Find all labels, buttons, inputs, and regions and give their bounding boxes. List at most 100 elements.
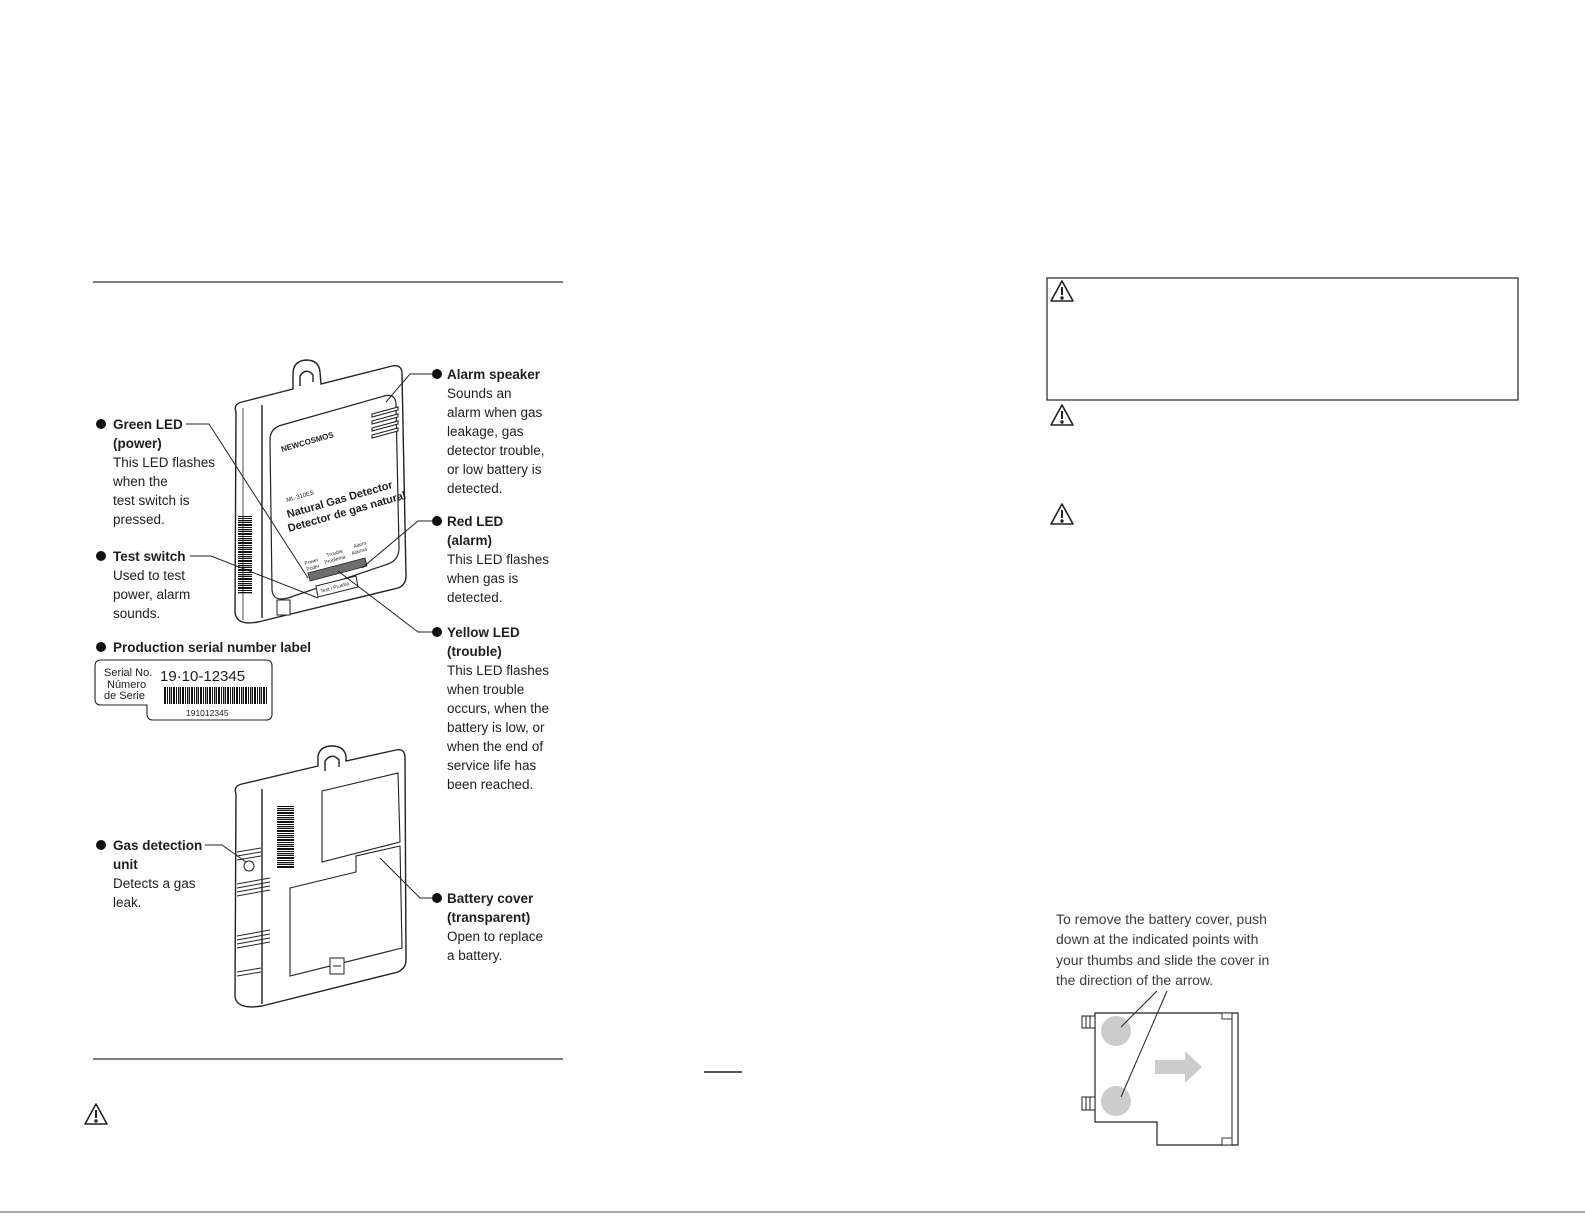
instruction-line: To remove the battery cover, push xyxy=(1056,911,1267,927)
callout-text: Sounds an xyxy=(447,386,512,401)
callout-title: (alarm) xyxy=(447,533,493,548)
warning-box xyxy=(1046,277,1519,401)
press-point-top xyxy=(1101,1016,1131,1046)
hanger-hook xyxy=(299,370,314,386)
callout-title: unit xyxy=(113,857,138,872)
instruction-line: the direction of the arrow. xyxy=(1056,971,1214,988)
bullet xyxy=(432,893,442,903)
battery-removal-instructions: To remove the battery cover, push down a… xyxy=(1056,909,1269,990)
back-barcode xyxy=(277,806,294,868)
callout-title: Test switch xyxy=(113,549,186,564)
leader-alarm-speaker xyxy=(385,373,433,403)
warning-icon xyxy=(1050,503,1074,525)
speaker-grille xyxy=(371,406,399,439)
callout-text: power, alarm xyxy=(113,587,191,602)
detector-front-illustration xyxy=(234,359,407,624)
instruction-line: down at the indicated points with xyxy=(1056,931,1259,948)
serial-label-text: Serial No. Número de Serie 19·10-12345 1… xyxy=(104,667,245,718)
callout-text: battery is low, or xyxy=(447,720,545,735)
callout-title: (trouble) xyxy=(447,644,502,659)
callout-text: Open to replace xyxy=(447,929,544,944)
bullet xyxy=(432,369,442,379)
bullet xyxy=(432,627,442,637)
detector-back-illustration xyxy=(234,745,407,1008)
callout-text: leakage, gas xyxy=(447,424,524,439)
callout-text: leak. xyxy=(113,895,142,910)
callout-text: when the end of xyxy=(447,739,544,754)
callout-text: alarm when gas xyxy=(447,405,543,420)
callout-text: Detects a gas xyxy=(113,876,196,891)
leader-battery-cover xyxy=(379,857,433,899)
screw xyxy=(243,860,255,872)
press-point-bottom xyxy=(1101,1086,1131,1116)
callout-text: when trouble xyxy=(447,682,525,697)
upper-panel xyxy=(321,772,401,863)
callout-gas-detection-unit: Gas detection unit Detects a gas leak. xyxy=(113,836,202,912)
callout-text: or low battery is xyxy=(447,462,542,477)
pointer-line xyxy=(1120,990,1158,1028)
bullet xyxy=(96,642,106,652)
callout-title: Yellow LED xyxy=(447,625,520,640)
led-label-trouble-es: Problema xyxy=(324,554,346,566)
callout-text: pressed. xyxy=(113,512,165,527)
barcode-number: 191012345 xyxy=(186,708,229,718)
led-label-power-es: Poder xyxy=(306,563,321,573)
test-button xyxy=(315,575,359,598)
callout-title: Gas detection xyxy=(113,838,203,853)
bullet xyxy=(432,516,442,526)
hanger-hook xyxy=(324,755,340,771)
led-strip xyxy=(307,557,368,582)
callout-text: This LED flashes xyxy=(113,455,216,470)
callout-text: service life has xyxy=(447,758,537,773)
front-face-panel xyxy=(269,394,400,600)
callout-text: when the xyxy=(113,474,168,489)
led-label-alarm: Alarm xyxy=(353,541,367,550)
callout-text: Used to test xyxy=(113,568,186,583)
instruction-line: your thumbs and slide the cover in xyxy=(1056,951,1270,968)
led-label-power: Power xyxy=(304,557,320,567)
led-label-trouble: Trouble xyxy=(326,548,344,558)
bottom-slot xyxy=(276,599,291,616)
warning-icon xyxy=(84,1103,108,1125)
slide-arrow-icon xyxy=(1155,1051,1202,1083)
callout-text: test switch is xyxy=(113,493,190,508)
callout-text: occurs, when the xyxy=(447,701,550,716)
leader-green-led xyxy=(186,423,309,579)
callout-title: (transparent) xyxy=(447,910,531,925)
callout-text: detected. xyxy=(447,590,503,605)
callout-yellow-led: Yellow LED (trouble) This LED flashes wh… xyxy=(447,623,549,794)
gas-detection-vents xyxy=(236,847,271,977)
serial-label-line: Número xyxy=(107,679,146,691)
callout-title: Battery cover xyxy=(447,891,534,906)
leader-gas-detection xyxy=(205,844,247,863)
callout-text: detector trouble, xyxy=(447,443,545,458)
battery-cover-diagram xyxy=(1081,990,1239,1146)
battery-cover-outline xyxy=(1094,1012,1239,1146)
warning-icon xyxy=(1050,280,1074,302)
side-barcode xyxy=(238,516,252,594)
leader-test-switch xyxy=(190,555,319,599)
led-label-alarm-es: Alarma xyxy=(351,547,368,557)
callout-text: a battery. xyxy=(447,948,503,963)
cover-tab xyxy=(1081,1015,1096,1029)
bullet xyxy=(96,840,106,850)
callout-bullets xyxy=(96,369,442,903)
callout-text: when gas is xyxy=(447,571,519,586)
callout-title: Alarm speaker xyxy=(447,367,541,382)
warning-icon xyxy=(1050,404,1074,426)
callout-text: detected. xyxy=(447,481,503,496)
callout-serial-label: Production serial number label xyxy=(113,638,311,657)
battery-cover-panel xyxy=(289,845,403,977)
serial-label-line: Serial No. xyxy=(104,667,152,679)
pointer-line xyxy=(1120,990,1168,1098)
serial-barcode xyxy=(163,687,267,704)
callout-red-led: Red LED (alarm) This LED flashes when ga… xyxy=(447,512,549,607)
callout-title: Production serial number label xyxy=(113,640,312,655)
callout-text: This LED flashes xyxy=(447,552,550,567)
serial-number: 19·10-12345 xyxy=(160,668,245,685)
cover-tab xyxy=(1081,1096,1096,1111)
callout-text: been reached. xyxy=(447,777,534,792)
leader-lines xyxy=(186,373,433,899)
callout-title: Green LED xyxy=(113,417,183,432)
